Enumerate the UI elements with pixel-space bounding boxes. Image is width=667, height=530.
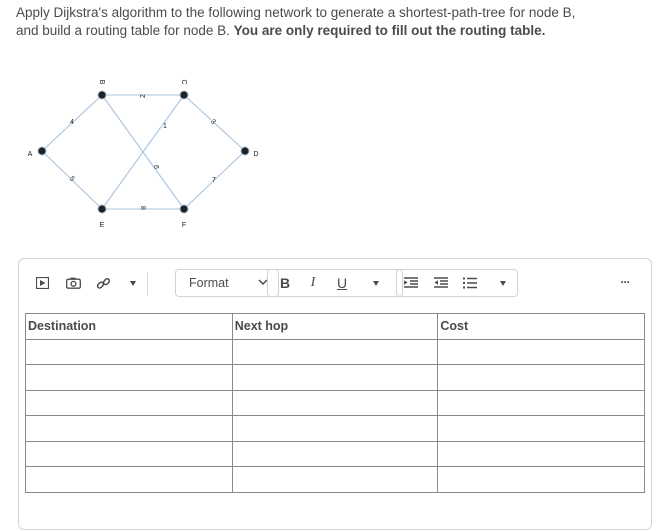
node-label-D: D bbox=[253, 151, 258, 158]
table-header-row: Destination Next hop Cost bbox=[25, 313, 645, 340]
edge-weight-B-C: 2 bbox=[140, 94, 147, 98]
table-row bbox=[25, 338, 645, 365]
italic-label: I bbox=[310, 275, 316, 290]
more-actions-button[interactable]: ··· bbox=[615, 273, 635, 291]
insert-stuff-icon[interactable] bbox=[35, 276, 49, 290]
table-cell[interactable] bbox=[437, 466, 645, 493]
table-cell[interactable] bbox=[437, 389, 645, 416]
table-cell[interactable] bbox=[231, 338, 439, 365]
underline-button[interactable]: U bbox=[330, 269, 354, 297]
node-B bbox=[97, 90, 107, 100]
format-dropdown[interactable]: Format bbox=[175, 269, 279, 297]
edge-F-D bbox=[183, 150, 246, 210]
table-cell[interactable] bbox=[231, 389, 439, 416]
table-cell[interactable] bbox=[437, 364, 645, 391]
node-A bbox=[37, 146, 47, 156]
edge-weight-E-F: 8 bbox=[139, 206, 146, 210]
edge-A-B bbox=[41, 94, 103, 152]
edge-weight-A-E: 5 bbox=[68, 175, 76, 183]
table-cell[interactable] bbox=[231, 364, 439, 391]
bold-button[interactable]: B bbox=[273, 269, 297, 297]
table-cell[interactable] bbox=[25, 440, 233, 467]
edge-weight-E-C: 1 bbox=[163, 123, 167, 130]
table-cell[interactable] bbox=[437, 440, 645, 467]
node-D bbox=[240, 146, 250, 156]
node-label-F: F bbox=[182, 222, 186, 229]
bold-label: B bbox=[279, 275, 291, 291]
table-cell[interactable] bbox=[437, 338, 645, 365]
insert-image-icon[interactable] bbox=[65, 276, 81, 290]
table-row bbox=[25, 364, 645, 391]
chevron-down-icon bbox=[258, 279, 268, 286]
node-label-C: C bbox=[180, 79, 187, 84]
edge-C-D bbox=[183, 94, 246, 152]
table-cell[interactable] bbox=[231, 415, 439, 442]
node-label-E: E bbox=[100, 222, 105, 229]
toolbar-divider bbox=[147, 272, 148, 296]
bullet-list-icon[interactable] bbox=[462, 275, 478, 291]
text-style-group bbox=[267, 269, 403, 297]
table-cell[interactable] bbox=[25, 415, 233, 442]
node-E bbox=[97, 204, 107, 214]
edge-weight-B-F: 6 bbox=[152, 165, 159, 169]
node-F bbox=[179, 204, 189, 214]
node-label-A: A bbox=[28, 151, 33, 158]
insert-menu-caret[interactable] bbox=[130, 281, 136, 286]
editor-toolbar: Format B I U ··· bbox=[19, 259, 651, 307]
header-cost: Cost bbox=[437, 313, 645, 340]
text-style-caret[interactable] bbox=[373, 281, 379, 286]
question-plain: Apply Dijkstra's algorithm to the follow… bbox=[16, 5, 576, 38]
italic-button[interactable]: I bbox=[301, 269, 325, 297]
table-cell[interactable] bbox=[231, 440, 439, 467]
table-row bbox=[25, 389, 645, 416]
underline-label: U bbox=[336, 275, 348, 291]
edge-weight-A-B: 4 bbox=[70, 119, 74, 126]
table-cell[interactable] bbox=[437, 415, 645, 442]
table-row bbox=[25, 440, 645, 467]
insert-link-icon[interactable] bbox=[95, 275, 111, 291]
indent-icon[interactable] bbox=[433, 275, 449, 291]
node-label-B: B bbox=[98, 80, 105, 85]
more-label: ··· bbox=[620, 275, 631, 289]
edge-A-E bbox=[41, 150, 103, 210]
paragraph-group bbox=[396, 269, 518, 297]
table-cell[interactable] bbox=[25, 466, 233, 493]
table-cell[interactable] bbox=[231, 466, 439, 493]
edge-weight-F-D: 7 bbox=[212, 177, 216, 184]
question-bold: You are only required to fill out the ro… bbox=[233, 22, 546, 38]
table-row bbox=[25, 466, 645, 493]
table-row bbox=[25, 415, 645, 442]
network-graph: 4 2 3 5 8 7 6 1A B C D E F bbox=[28, 79, 259, 229]
routing-table[interactable]: Destination Next hop Cost bbox=[25, 313, 645, 493]
table-cell[interactable] bbox=[25, 338, 233, 365]
node-C bbox=[179, 90, 189, 100]
paragraph-caret[interactable] bbox=[500, 281, 506, 286]
edge-E-C bbox=[101, 94, 185, 210]
format-label: Format bbox=[189, 276, 229, 290]
align-left-icon[interactable] bbox=[403, 275, 419, 291]
question-text: Apply Dijkstra's algorithm to the follow… bbox=[16, 4, 576, 39]
table-cell[interactable] bbox=[25, 364, 233, 391]
edge-weight-C-D: 3 bbox=[209, 118, 217, 126]
table-cell[interactable] bbox=[25, 389, 233, 416]
header-destination: Destination bbox=[25, 313, 233, 340]
header-next-hop: Next hop bbox=[231, 313, 439, 340]
